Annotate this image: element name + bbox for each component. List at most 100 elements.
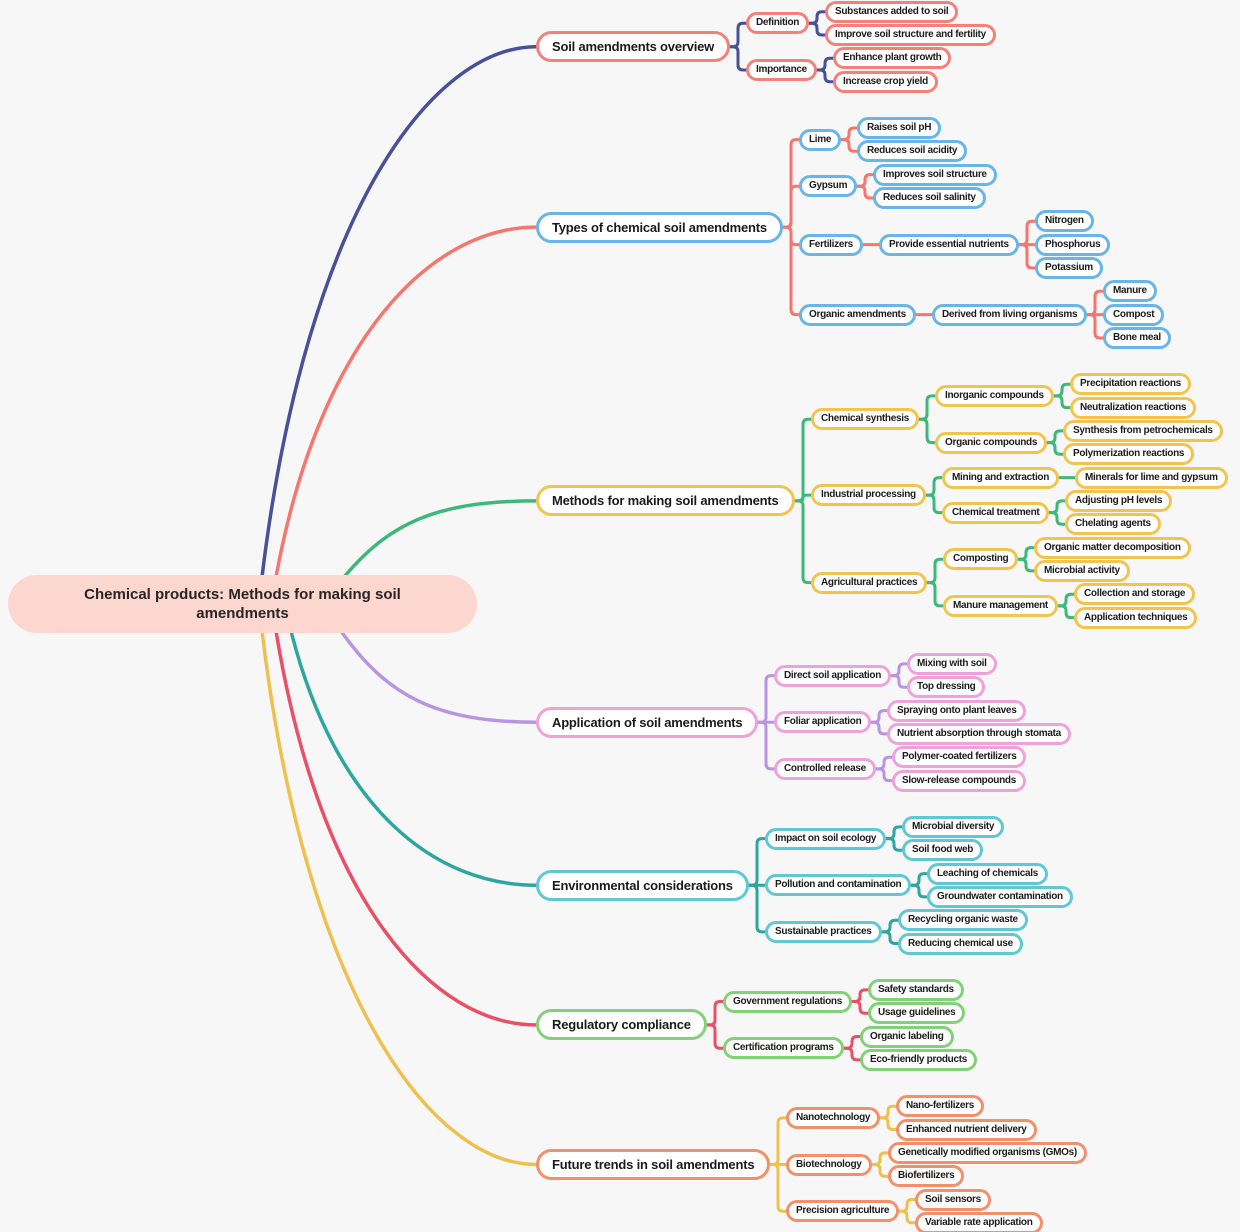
node-methods-for-making-soil-amendments[interactable]: Methods for making soil amendments — [536, 485, 795, 517]
node-soil-sensors[interactable]: Soil sensors — [915, 1188, 991, 1211]
node-application-techniques[interactable]: Application techniques — [1074, 606, 1198, 629]
node-compost[interactable]: Compost — [1103, 303, 1165, 326]
node-pollution-and-contamination[interactable]: Pollution and contamination — [765, 874, 912, 897]
node-microbial-activity[interactable]: Microbial activity — [1034, 559, 1130, 582]
node-improve-soil-structure-and-fertility[interactable]: Improve soil structure and fertility — [825, 24, 996, 46]
node-organic-matter-decomposition[interactable]: Organic matter decomposition — [1034, 536, 1191, 559]
node-impact-on-soil-ecology[interactable]: Impact on soil ecology — [765, 827, 887, 850]
node-safety-standards[interactable]: Safety standards — [868, 978, 964, 1001]
root-node[interactable]: Chemical products: Methods for making so… — [8, 575, 477, 633]
connector — [1056, 604, 1076, 620]
node-organic-labeling[interactable]: Organic labeling — [860, 1025, 954, 1048]
node-chemical-treatment[interactable]: Chemical treatment — [942, 501, 1050, 524]
node-usage-guidelines[interactable]: Usage guidelines — [868, 1002, 966, 1025]
node-definition[interactable]: Definition — [746, 12, 810, 35]
node-environmental-considerations[interactable]: Environmental considerations — [536, 869, 749, 901]
node-reduces-soil-salinity[interactable]: Reduces soil salinity — [873, 187, 986, 209]
node-future-trends-in-soil-amendments[interactable]: Future trends in soil amendments — [536, 1149, 771, 1180]
node-regulatory-compliance[interactable]: Regulatory compliance — [536, 1009, 707, 1041]
node-gypsum[interactable]: Gypsum — [799, 175, 858, 198]
node-mining-and-extraction[interactable]: Mining and extraction — [942, 466, 1060, 489]
node-label: Fertilizers — [809, 238, 853, 250]
node-leaching-of-chemicals[interactable]: Leaching of chemicals — [927, 862, 1048, 885]
node-minerals-for-lime-and-gypsum[interactable]: Minerals for lime and gypsum — [1075, 466, 1228, 489]
connector — [1045, 429, 1065, 445]
connector — [878, 1104, 898, 1120]
node-agricultural-practices[interactable]: Agricultural practices — [811, 571, 928, 594]
node-application-of-soil-amendments[interactable]: Application of soil amendments — [536, 706, 759, 738]
node-raises-soil-ph[interactable]: Raises soil pH — [857, 117, 942, 139]
node-adjusting-ph-levels[interactable]: Adjusting pH levels — [1065, 489, 1173, 512]
node-potassium[interactable]: Potassium — [1035, 257, 1103, 279]
node-top-dressing[interactable]: Top dressing — [907, 676, 986, 699]
node-slow-release-compounds[interactable]: Slow-release compounds — [892, 769, 1026, 792]
connector — [924, 493, 944, 515]
node-fertilizers[interactable]: Fertilizers — [799, 233, 863, 256]
node-nitrogen[interactable]: Nitrogen — [1035, 210, 1094, 233]
node-industrial-processing[interactable]: Industrial processing — [811, 484, 926, 507]
node-importance[interactable]: Importance — [746, 59, 817, 81]
node-chemical-synthesis[interactable]: Chemical synthesis — [811, 408, 919, 431]
node-biotechnology[interactable]: Biotechnology — [786, 1153, 872, 1176]
node-variable-rate-application[interactable]: Variable rate application — [915, 1211, 1043, 1232]
node-sustainable-practices[interactable]: Sustainable practices — [765, 920, 882, 943]
node-manure[interactable]: Manure — [1103, 280, 1157, 303]
node-government-regulations[interactable]: Government regulations — [723, 990, 852, 1013]
node-composting[interactable]: Composting — [943, 548, 1019, 571]
connector — [909, 883, 929, 899]
connector — [842, 1046, 862, 1062]
node-label: Usage guidelines — [878, 1007, 956, 1019]
node-bone-meal[interactable]: Bone meal — [1103, 327, 1171, 349]
node-direct-soil-application[interactable]: Direct soil application — [774, 664, 892, 687]
node-types-of-chemical-soil-amendments[interactable]: Types of chemical soil amendments — [536, 211, 783, 243]
node-nano-fertilizers[interactable]: Nano-fertilizers — [896, 1095, 984, 1118]
node-lime[interactable]: Lime — [799, 128, 842, 151]
node-enhance-plant-growth[interactable]: Enhance plant growth — [833, 47, 952, 70]
node-collection-and-storage[interactable]: Collection and storage — [1074, 583, 1196, 606]
node-genetically-modified-organisms-gmos[interactable]: Genetically modified organisms (GMOs) — [888, 1141, 1087, 1164]
connector — [1017, 243, 1037, 270]
node-polymerization-reactions[interactable]: Polymerization reactions — [1063, 443, 1195, 466]
node-neutralization-reactions[interactable]: Neutralization reactions — [1070, 396, 1197, 419]
node-nutrient-absorption-through-stomata[interactable]: Nutrient absorption through stomata — [887, 722, 1071, 745]
node-reduces-soil-acidity[interactable]: Reduces soil acidity — [857, 140, 968, 163]
node-polymer-coated-fertilizers[interactable]: Polymer-coated fertilizers — [892, 746, 1027, 769]
node-eco-friendly-products[interactable]: Eco-friendly products — [860, 1048, 978, 1071]
node-mixing-with-soil[interactable]: Mixing with soil — [907, 652, 997, 675]
node-groundwater-contamination[interactable]: Groundwater contamination — [927, 885, 1073, 908]
node-organic-amendments[interactable]: Organic amendments — [799, 303, 916, 326]
connector — [756, 674, 776, 724]
node-increase-crop-yield[interactable]: Increase crop yield — [833, 70, 938, 93]
node-certification-programs[interactable]: Certification programs — [723, 1037, 844, 1060]
node-controlled-release[interactable]: Controlled release — [774, 757, 876, 780]
node-recycling-organic-waste[interactable]: Recycling organic waste — [898, 909, 1028, 932]
node-organic-compounds[interactable]: Organic compounds — [935, 431, 1048, 454]
node-label: Groundwater contamination — [937, 890, 1063, 902]
root-branch-curve — [274, 629, 538, 1027]
node-label: Neutralization reactions — [1080, 401, 1187, 413]
node-manure-management[interactable]: Manure management — [943, 594, 1058, 617]
node-nanotechnology[interactable]: Nanotechnology — [786, 1106, 881, 1129]
node-spraying-onto-plant-leaves[interactable]: Spraying onto plant leaves — [887, 699, 1027, 722]
node-phosphorus[interactable]: Phosphorus — [1035, 233, 1111, 256]
node-substances-added-to-soil[interactable]: Substances added to soil — [825, 0, 959, 23]
node-inorganic-compounds[interactable]: Inorganic compounds — [935, 384, 1054, 407]
node-precision-agriculture[interactable]: Precision agriculture — [786, 1200, 900, 1223]
node-provide-essential-nutrients[interactable]: Provide essential nutrients — [879, 233, 1019, 256]
node-label: Spraying onto plant leaves — [897, 704, 1017, 716]
node-precipitation-reactions[interactable]: Precipitation reactions — [1070, 373, 1191, 396]
node-reducing-chemical-use[interactable]: Reducing chemical use — [898, 932, 1023, 955]
node-biofertilizers[interactable]: Biofertilizers — [888, 1165, 965, 1188]
node-label: Inorganic compounds — [945, 389, 1044, 401]
node-label: Agricultural practices — [821, 576, 918, 588]
connector — [705, 1023, 725, 1050]
node-synthesis-from-petrochemicals[interactable]: Synthesis from petrochemicals — [1063, 419, 1223, 442]
node-microbial-diversity[interactable]: Microbial diversity — [902, 815, 1005, 838]
node-soil-food-web[interactable]: Soil food web — [902, 839, 984, 862]
node-foliar-application[interactable]: Foliar application — [774, 711, 872, 734]
node-enhanced-nutrient-delivery[interactable]: Enhanced nutrient delivery — [896, 1118, 1037, 1141]
node-soil-amendments-overview[interactable]: Soil amendments overview — [536, 31, 731, 63]
node-chelating-agents[interactable]: Chelating agents — [1065, 513, 1161, 536]
node-improves-soil-structure[interactable]: Improves soil structure — [873, 163, 997, 186]
node-derived-from-living-organisms[interactable]: Derived from living organisms — [932, 303, 1088, 326]
